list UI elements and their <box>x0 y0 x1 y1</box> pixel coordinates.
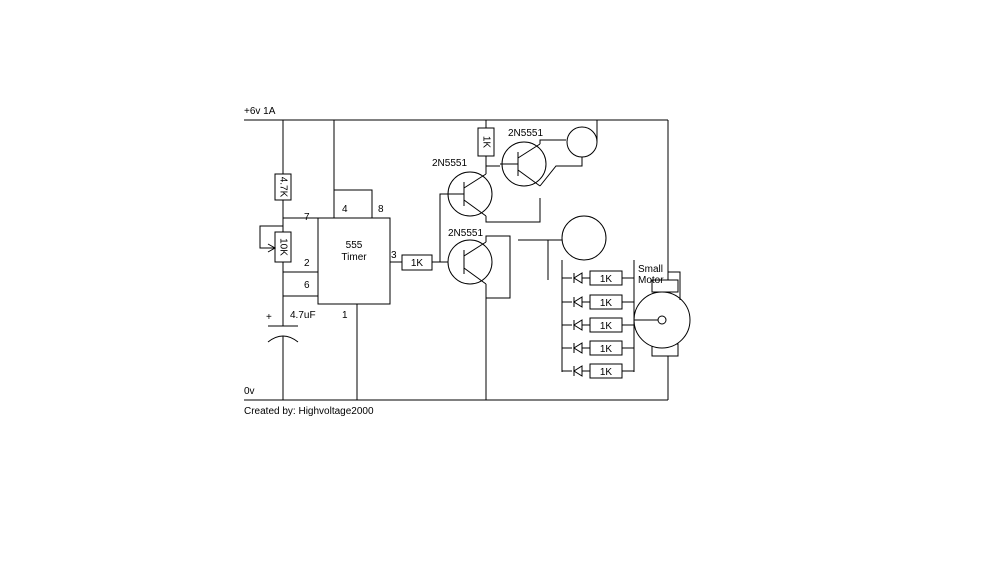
indicator-lamp-top <box>566 126 598 158</box>
ladder-resistor-label: 1K <box>600 298 613 309</box>
capacitor-label: 4.7uF <box>290 310 316 321</box>
pot-label: 10K <box>277 238 288 256</box>
positive-rail-label: +6v 1A <box>244 106 276 117</box>
q1-wire <box>485 235 511 299</box>
q3-emitter <box>517 169 541 187</box>
pot-wiper-wire <box>259 225 283 249</box>
capacitor-plus-label: + <box>266 312 272 323</box>
pot-wiper-arrow-icon <box>267 243 277 253</box>
diode-icon <box>573 296 583 308</box>
q1-emitter <box>463 267 487 285</box>
pin-4-label: 4 <box>342 204 348 215</box>
transistor-q2-label: 2N5551 <box>432 158 467 169</box>
ladder-resistor-label: 1K <box>600 344 613 355</box>
motor-label-line2: Motor <box>638 275 664 286</box>
q2-base-wire <box>439 193 464 262</box>
ladder-resistor-label: 1K <box>600 367 613 378</box>
q2-emitter <box>463 199 487 217</box>
timer-label-line2: Timer <box>341 252 367 263</box>
motor-label-line1: Small <box>638 264 663 275</box>
pin8-wire <box>334 189 373 218</box>
wire <box>539 139 566 144</box>
wire <box>485 165 500 174</box>
diode-icon <box>573 319 583 331</box>
pin-8-label: 8 <box>378 204 384 215</box>
wire <box>667 271 681 300</box>
indicator-lamp-large <box>561 215 607 261</box>
timer-555-chip <box>317 217 391 305</box>
diode-resistor-ladder: 1K 1K 1K 1K 1K <box>562 270 634 379</box>
transistor-q1-label: 2N5551 <box>448 228 483 239</box>
pin-6-label: 6 <box>304 280 310 291</box>
diode-icon <box>573 342 583 354</box>
top-resistor-label: 1K <box>480 136 491 149</box>
pin-7-label: 7 <box>304 212 310 223</box>
base-resistor-label: 1K <box>411 258 424 269</box>
resistor-4k7-label: 4.7K <box>277 177 288 198</box>
timer-label-line1: 555 <box>346 240 363 251</box>
wire <box>485 198 541 223</box>
pin-3-label: 3 <box>391 250 397 261</box>
author-credit: Created by: Highvoltage2000 <box>244 406 374 417</box>
q3-collector <box>517 143 541 159</box>
q2-collector <box>463 173 487 189</box>
q1-collector <box>463 241 487 257</box>
transistor-q3-label: 2N5551 <box>508 128 543 139</box>
ladder-resistor-label: 1K <box>600 274 613 285</box>
ground-rail-label: 0v <box>244 386 255 397</box>
wire <box>539 157 583 187</box>
pin-1-label: 1 <box>342 310 348 321</box>
transistor-q1 <box>447 239 493 285</box>
ladder-resistor-label: 1K <box>600 321 613 332</box>
diode-icon <box>573 365 583 377</box>
pin-2-label: 2 <box>304 258 310 269</box>
diode-icon <box>573 272 583 284</box>
